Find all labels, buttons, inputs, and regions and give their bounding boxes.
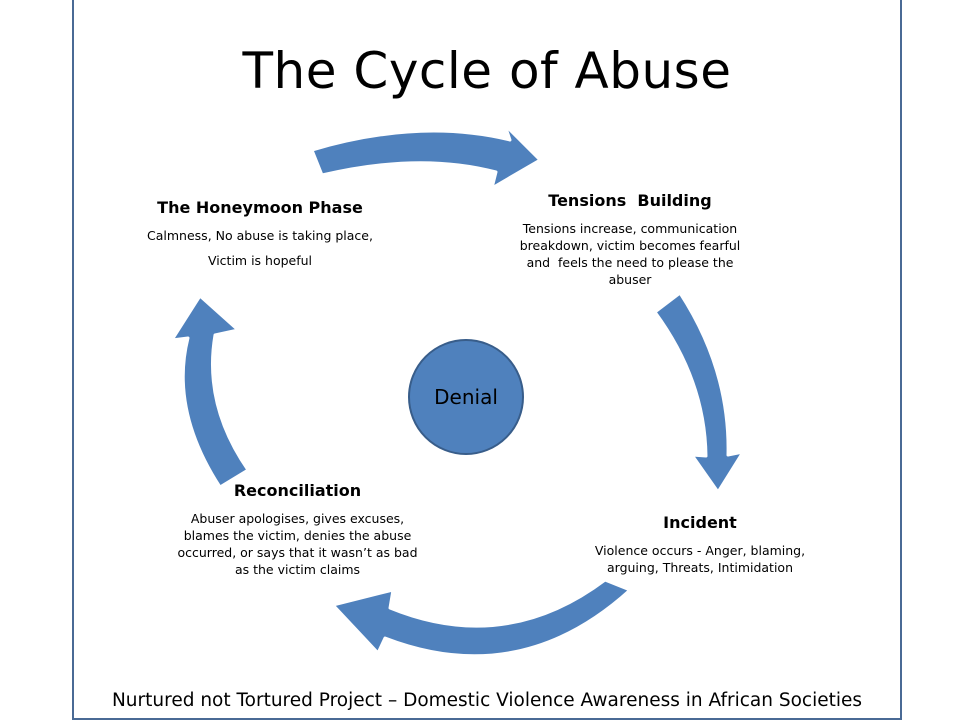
phase-description-line: Tensions increase, communication <box>522 221 738 236</box>
phase-description-line: Victim is hopeful <box>207 253 313 268</box>
denial-label: Denial <box>434 385 498 409</box>
phase-description: Abuser apologises, gives excuses, blames… <box>175 510 420 578</box>
arrow-incident-to-reconciliation <box>331 578 632 658</box>
phase-description: Violence occurs - Anger, blaming, arguin… <box>580 542 820 576</box>
phase-description-line: Abuser apologises, gives excuses, <box>190 511 405 526</box>
phase-description: Tensions increase, communication breakdo… <box>505 220 755 288</box>
denial-circle: Denial <box>408 339 524 455</box>
phase-description-line: breakdown, victim becomes fearful <box>519 238 741 253</box>
diagram-title: The Cycle of Abuse <box>242 42 732 100</box>
arrow-reconciliation-to-honeymoon <box>170 294 250 489</box>
phase-description-line: and feels the need to please the <box>526 255 734 270</box>
arrow-honeymoon-to-tensions <box>310 123 542 190</box>
phase-description-line: Calmness, No abuse is taking place, <box>147 228 373 243</box>
phase-description: Calmness, No abuse is taking place, Vict… <box>140 227 380 269</box>
phase-description-line: abuser <box>608 272 652 287</box>
phase-description-line: occurred, or says that it wasn’t as bad <box>177 545 418 560</box>
phase-description-line: blames the victim, denies the abuse <box>183 528 412 543</box>
footer-caption: Nurtured not Tortured Project – Domestic… <box>111 690 863 711</box>
slide-frame <box>72 0 902 720</box>
phase-description-line: Violence occurs - Anger, blaming, <box>594 543 806 558</box>
phase-heading: Tensions Building <box>548 191 712 210</box>
phase-reconciliation: Reconciliation Abuser apologises, gives … <box>175 481 420 578</box>
phase-tensions-building: Tensions Building Tensions increase, com… <box>505 191 755 288</box>
phase-heading: The Honeymoon Phase <box>157 198 363 217</box>
phase-honeymoon: The Honeymoon Phase Calmness, No abuse i… <box>140 198 380 269</box>
phase-description-line: arguing, Threats, Intimidation <box>606 560 794 575</box>
phase-description-line: as the victim claims <box>234 562 361 577</box>
phase-heading: Reconciliation <box>233 481 362 500</box>
phase-heading: Incident <box>663 513 737 532</box>
phase-incident: Incident Violence occurs - Anger, blamin… <box>580 513 820 576</box>
arrow-tensions-to-incident <box>653 291 745 494</box>
